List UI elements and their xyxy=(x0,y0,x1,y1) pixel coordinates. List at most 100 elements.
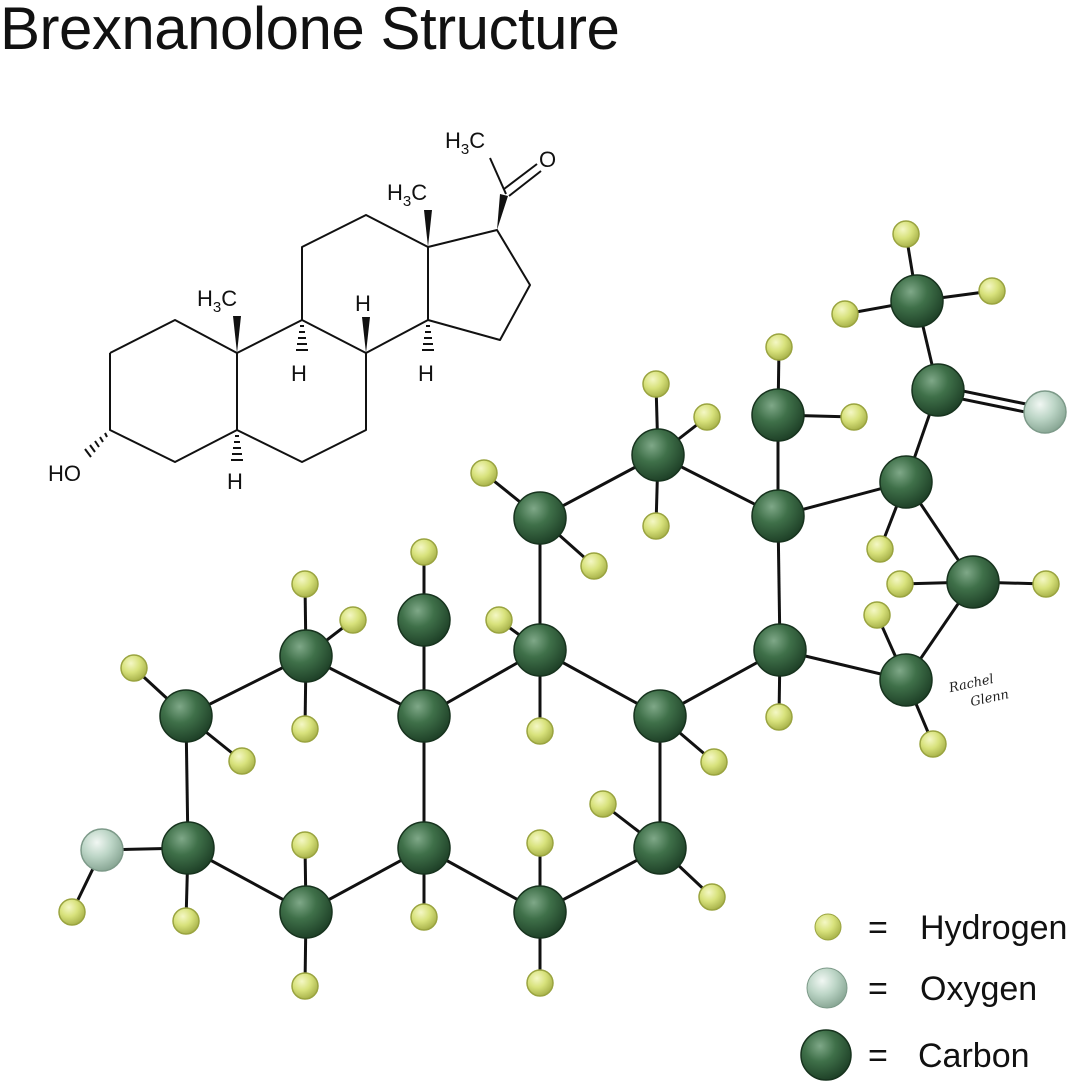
hash-h14 xyxy=(422,325,434,351)
legend-hydrogen: = Hydrogen xyxy=(814,909,1067,947)
wedge-c18 xyxy=(424,210,432,247)
carbon-atom xyxy=(513,491,567,545)
acetyl-methyl-bond xyxy=(489,157,507,195)
hydrogen-atom xyxy=(700,748,728,776)
ring-d xyxy=(427,229,531,341)
carbonyl-bond-1 xyxy=(503,163,538,190)
h5-label: H xyxy=(227,469,243,494)
ring-c xyxy=(301,214,429,354)
hydrogen-atom xyxy=(172,907,200,935)
legend-carbon: = Carbon xyxy=(800,1029,1030,1081)
carbon-atom xyxy=(633,821,687,875)
h14-label: H xyxy=(418,361,434,386)
ring-a xyxy=(109,319,238,463)
carbon-atom xyxy=(513,623,567,677)
carbon-atom xyxy=(279,885,333,939)
hydrogen-atom xyxy=(526,829,554,857)
hydrogen-atom xyxy=(866,535,894,563)
c19-methyl-label: H3C xyxy=(197,286,237,316)
hydrogen-atom xyxy=(58,898,86,926)
carbon-atom xyxy=(631,428,685,482)
carbon-atom xyxy=(397,593,451,647)
hydrogen-atom xyxy=(886,570,914,598)
carbon-atom xyxy=(397,689,451,743)
carbon-atom xyxy=(279,629,333,683)
carbon-atom xyxy=(946,555,1000,609)
hydrogen-atom xyxy=(642,512,670,540)
artist-signature: Rachel Glenn xyxy=(947,672,1011,710)
hydrogen-atom xyxy=(831,300,859,328)
carbonyl-oxygen-label: O xyxy=(539,147,556,172)
legend-carbon-equals: = xyxy=(868,1037,888,1075)
carbon-swatch-icon xyxy=(800,1029,852,1081)
hydrogen-atom xyxy=(1032,570,1060,598)
carbon-atom xyxy=(159,689,213,743)
hydrogen-atom xyxy=(840,403,868,431)
carbon-atom xyxy=(633,689,687,743)
hydrogen-atom xyxy=(339,606,367,634)
carbon-atom xyxy=(513,885,567,939)
hydrogen-atom xyxy=(120,654,148,682)
c18-methyl-label: H3C xyxy=(387,180,427,210)
legend-oxygen: = Oxygen xyxy=(806,967,1037,1009)
carbon-atom xyxy=(890,274,944,328)
carbon-atom xyxy=(161,821,215,875)
hydrogen-atom xyxy=(978,277,1006,305)
hydrogen-atom xyxy=(410,538,438,566)
carbon-atom xyxy=(751,489,805,543)
hydrogen-atom xyxy=(693,403,721,431)
hydrogen-swatch-icon xyxy=(814,913,842,941)
carbon-atom xyxy=(879,455,933,509)
model-bonds xyxy=(70,233,1047,987)
legend-oxygen-label: Oxygen xyxy=(920,970,1037,1008)
hydrogen-atom xyxy=(485,606,513,634)
oxygen-swatch-icon xyxy=(806,967,848,1009)
hydrogen-atom xyxy=(410,903,438,931)
hydrogen-atom xyxy=(580,552,608,580)
hash-h5 xyxy=(231,435,243,461)
hydrogen-atom xyxy=(589,790,617,818)
hydrogen-atom xyxy=(642,370,670,398)
acetyl-methyl-label: H3C xyxy=(445,128,485,158)
legend-hydrogen-label: Hydrogen xyxy=(920,909,1067,947)
ring-b xyxy=(236,319,367,463)
carbonyl-bond-2 xyxy=(508,170,542,197)
hydrogen-atom xyxy=(892,220,920,248)
hydrogen-atom xyxy=(765,333,793,361)
carbon-atom xyxy=(751,388,805,442)
h8-label: H xyxy=(355,291,371,316)
hydroxyl-label: HO xyxy=(48,461,81,486)
carbon-atom xyxy=(753,623,807,677)
legend-carbon-label: Carbon xyxy=(918,1037,1030,1075)
oxygen-atom xyxy=(80,828,124,872)
hydrogen-atom xyxy=(291,972,319,1000)
hydrogen-atom xyxy=(291,715,319,743)
hydrogen-atom xyxy=(919,730,947,758)
hydrogen-atom xyxy=(863,601,891,629)
oxygen-atom xyxy=(1023,390,1067,434)
legend: = Hydrogen = Oxygen = Carbon xyxy=(800,909,1067,1081)
wedge-h8 xyxy=(362,317,370,353)
wedge-c17 xyxy=(497,194,508,230)
carbon-atom xyxy=(397,821,451,875)
hydrogen-atom xyxy=(228,747,256,775)
page-title: Brexnanolone Structure xyxy=(0,0,620,62)
legend-oxygen-equals: = xyxy=(868,970,888,1008)
hydrogen-atom xyxy=(765,703,793,731)
carbon-atom xyxy=(911,363,965,417)
legend-hydrogen-equals: = xyxy=(868,909,888,947)
wedge-c19 xyxy=(233,316,241,353)
model-atoms xyxy=(58,220,1067,1000)
h9-label: H xyxy=(291,361,307,386)
hash-h9 xyxy=(296,325,308,351)
hydrogen-atom xyxy=(526,969,554,997)
hydrogen-atom xyxy=(526,717,554,745)
hash-oh xyxy=(84,432,108,458)
carbon-atom xyxy=(879,653,933,707)
hydrogen-atom xyxy=(291,831,319,859)
hydrogen-atom xyxy=(698,883,726,911)
hydrogen-atom xyxy=(291,570,319,598)
skeletal-formula: H3C O H3C H3C H H H H HO xyxy=(48,128,556,494)
hydrogen-atom xyxy=(470,459,498,487)
